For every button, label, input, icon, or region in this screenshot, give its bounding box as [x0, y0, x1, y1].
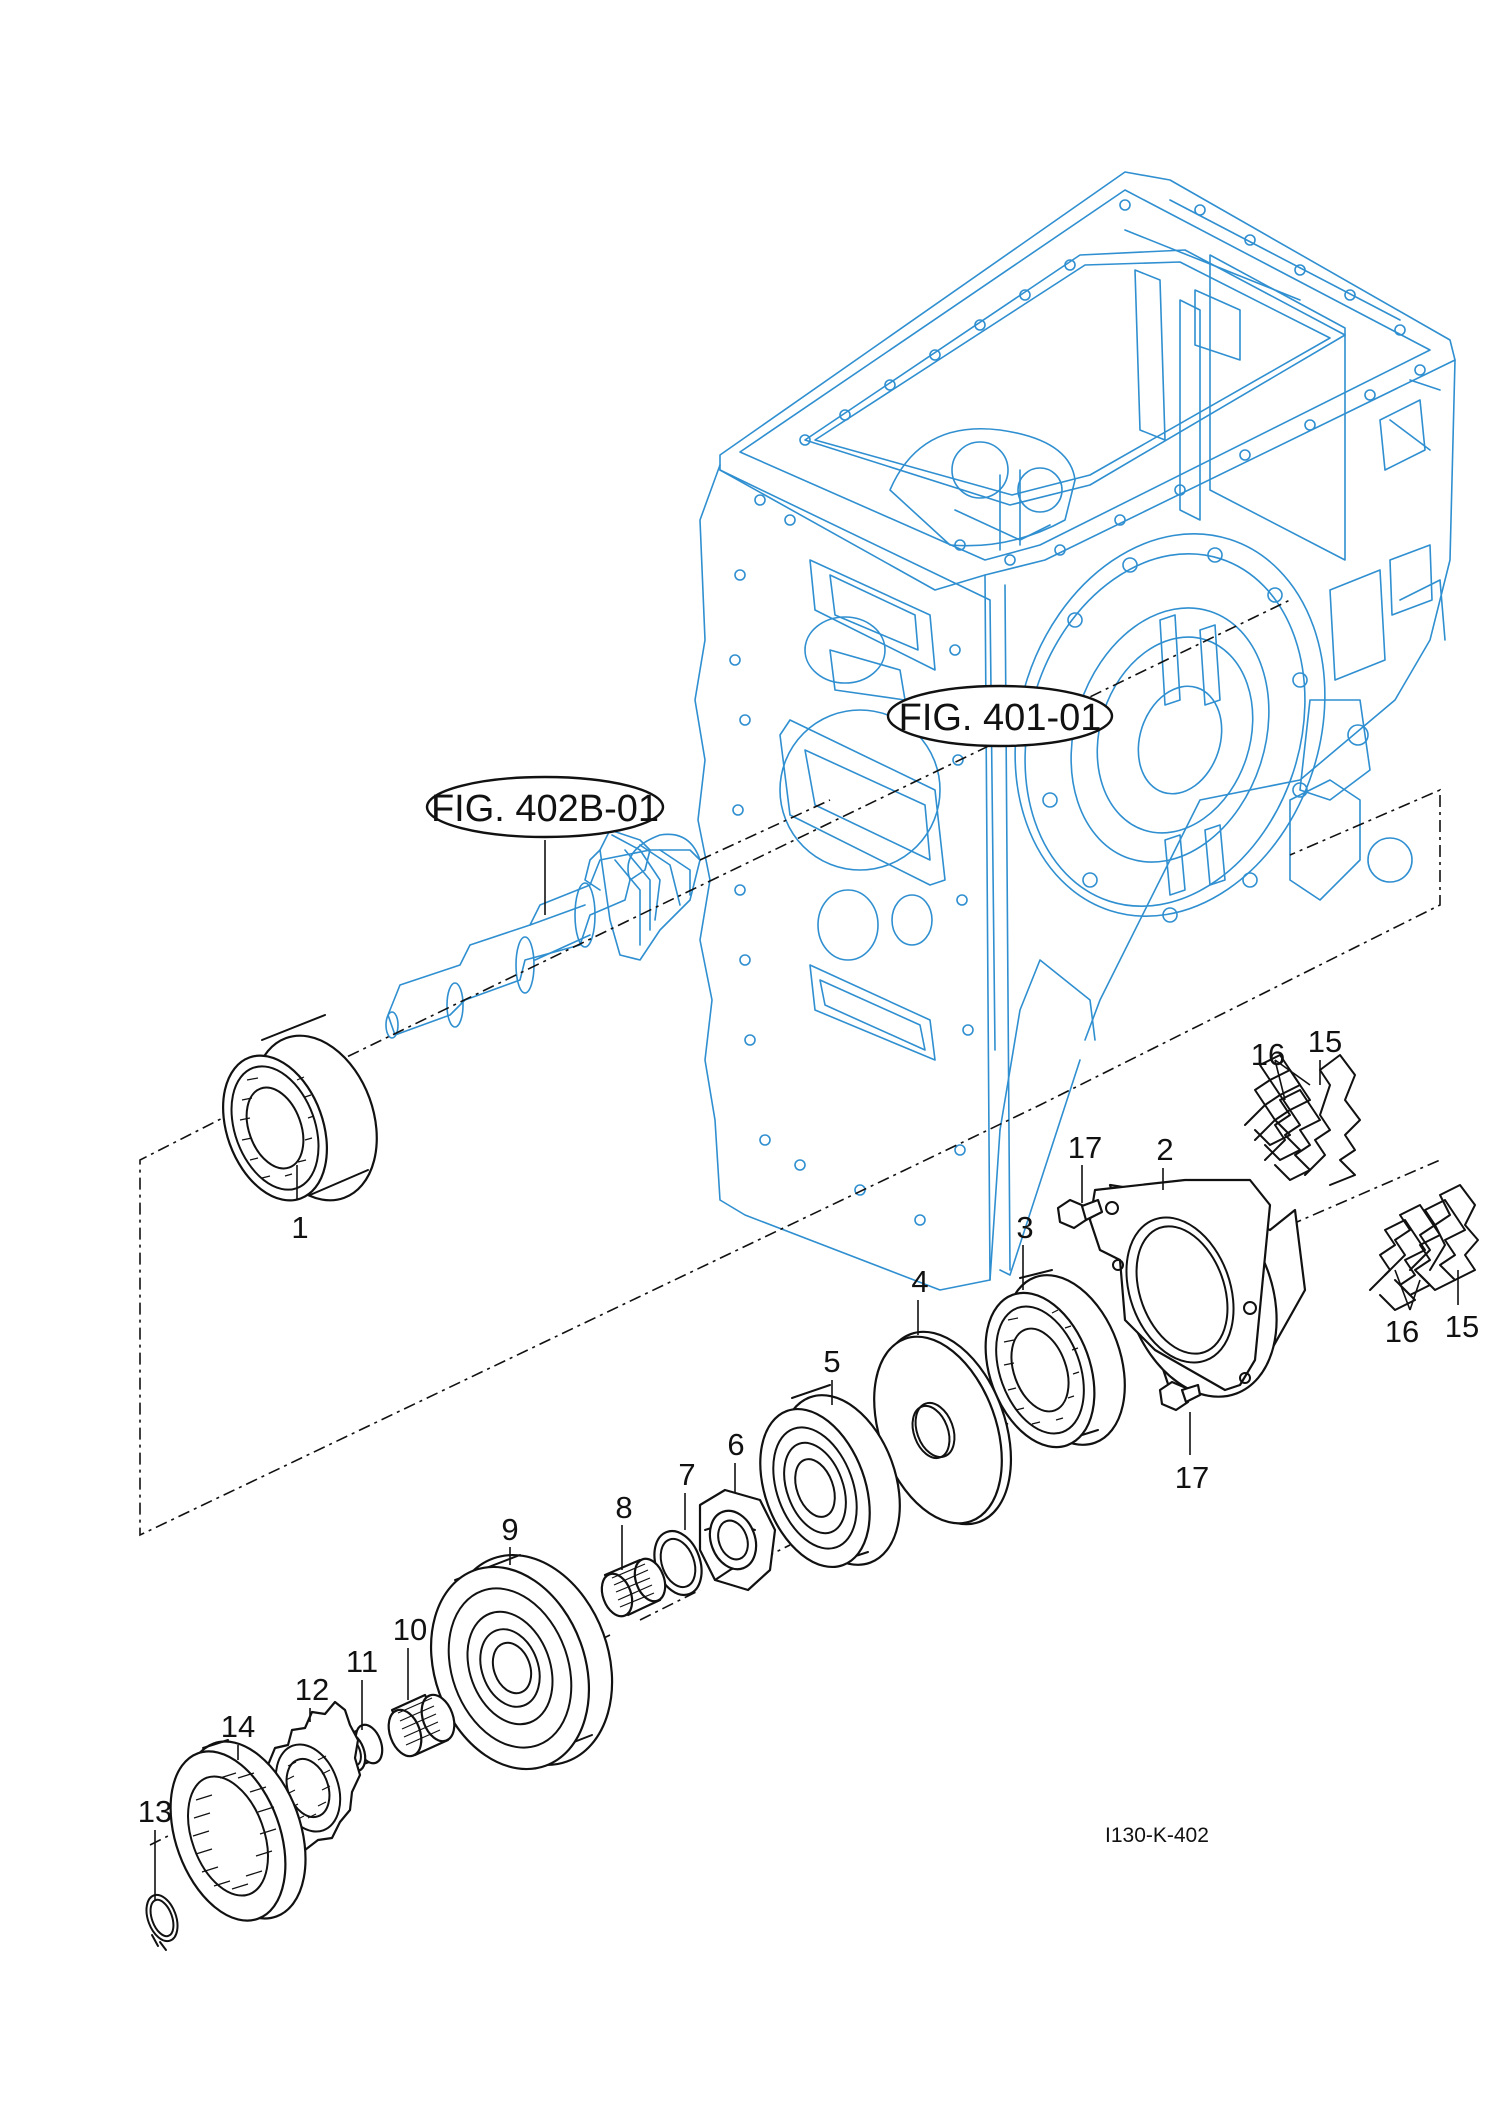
part-9-coupling-hub	[429, 1553, 614, 1771]
part-label-17-upper: 17	[1068, 1130, 1102, 1165]
fig-ref-housing-text: FIG. 401-01	[899, 697, 1102, 739]
part-label-13: 13	[138, 1794, 172, 1829]
part-label-9: 9	[501, 1512, 518, 1547]
part-label-5: 5	[823, 1344, 840, 1379]
part-1-bearing	[222, 1014, 378, 1202]
part-15-16-shims-upper	[1244, 1054, 1361, 1186]
part-15-16-shims-lower	[1369, 1184, 1479, 1311]
part-label-12: 12	[295, 1672, 329, 1707]
part-label-16-lower: 16	[1385, 1314, 1419, 1349]
part-10-needle-bearing	[387, 1693, 456, 1758]
fig-ref-shaft-text: FIG. 402B-01	[431, 788, 659, 830]
part-2-bearing-housing	[1088, 1178, 1307, 1398]
fig-ref-housing-callout: FIG. 401-01	[886, 684, 1114, 748]
part-label-15-lower: 15	[1445, 1309, 1479, 1344]
drawing-code: I130-K-402	[1105, 1824, 1209, 1847]
part-label-17-lower: 17	[1175, 1460, 1209, 1495]
part-label-7: 7	[678, 1457, 695, 1492]
part-label-3: 3	[1016, 1210, 1033, 1245]
part-17-bolt-lower	[1158, 1380, 1202, 1412]
part-label-15-upper: 15	[1308, 1024, 1342, 1059]
part-label-14: 14	[221, 1709, 255, 1744]
part-label-6: 6	[727, 1427, 744, 1462]
part-8-needle-bearing	[600, 1557, 667, 1618]
part-17-bolt-upper	[1056, 1198, 1104, 1230]
part-label-1: 1	[291, 1210, 308, 1245]
part-6-nut	[698, 1488, 777, 1592]
part-label-2: 2	[1156, 1132, 1173, 1167]
pinion-shaft	[385, 829, 701, 1039]
part-5-bearing-race	[759, 1384, 901, 1569]
part-label-16-upper: 16	[1251, 1037, 1285, 1072]
part-label-11: 11	[346, 1644, 378, 1679]
part-14-sliding-sleeve	[169, 1739, 307, 1922]
part-label-8: 8	[615, 1490, 632, 1525]
part-4-plate	[873, 1330, 1013, 1526]
part-label-4: 4	[911, 1264, 928, 1299]
fig-ref-shaft-callout: FIG. 402B-01	[425, 775, 665, 839]
part-label-10: 10	[393, 1612, 427, 1647]
part-number-labels: 1 2 3 4 5 6 7 8 9 10 11 12 13 14 15 15 1…	[138, 1024, 1479, 1829]
part-13-snap-ring	[145, 1893, 179, 1951]
part-3-bearing	[984, 1269, 1126, 1449]
leader-lines	[154, 840, 1459, 1900]
